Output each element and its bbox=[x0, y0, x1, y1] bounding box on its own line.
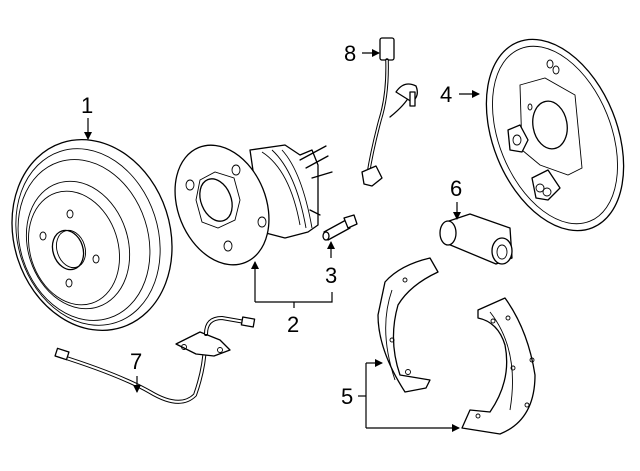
callout-4: 4 bbox=[440, 82, 480, 107]
callout-number-7: 7 bbox=[130, 349, 142, 374]
callout-number-3: 3 bbox=[325, 263, 337, 288]
wheel-stud[interactable] bbox=[322, 214, 358, 241]
callout-6: 6 bbox=[450, 176, 462, 220]
brake-drum[interactable] bbox=[0, 119, 196, 352]
callout-number-2: 2 bbox=[287, 312, 299, 337]
callout-number-8: 8 bbox=[344, 41, 356, 66]
wheel-cylinder[interactable] bbox=[439, 213, 513, 265]
callout-number-4: 4 bbox=[440, 82, 452, 107]
callout-number-1: 1 bbox=[81, 93, 93, 118]
callout-8: 8 bbox=[344, 41, 380, 66]
callout-3: 3 bbox=[325, 241, 337, 288]
callout-5: 5 bbox=[341, 359, 460, 432]
brake-shoe-left[interactable] bbox=[377, 257, 439, 393]
brake-hose[interactable] bbox=[54, 316, 256, 404]
hub-bearing[interactable] bbox=[158, 131, 333, 279]
callout-number-6: 6 bbox=[450, 176, 462, 201]
abs-sensor[interactable] bbox=[361, 37, 418, 187]
brake-shoe-right[interactable] bbox=[461, 297, 536, 435]
callout-2: 2 bbox=[251, 261, 333, 337]
callout-7: 7 bbox=[130, 349, 142, 393]
callout-number-5: 5 bbox=[341, 384, 353, 409]
callout-1: 1 bbox=[81, 93, 93, 140]
backing-plate[interactable] bbox=[460, 19, 640, 251]
